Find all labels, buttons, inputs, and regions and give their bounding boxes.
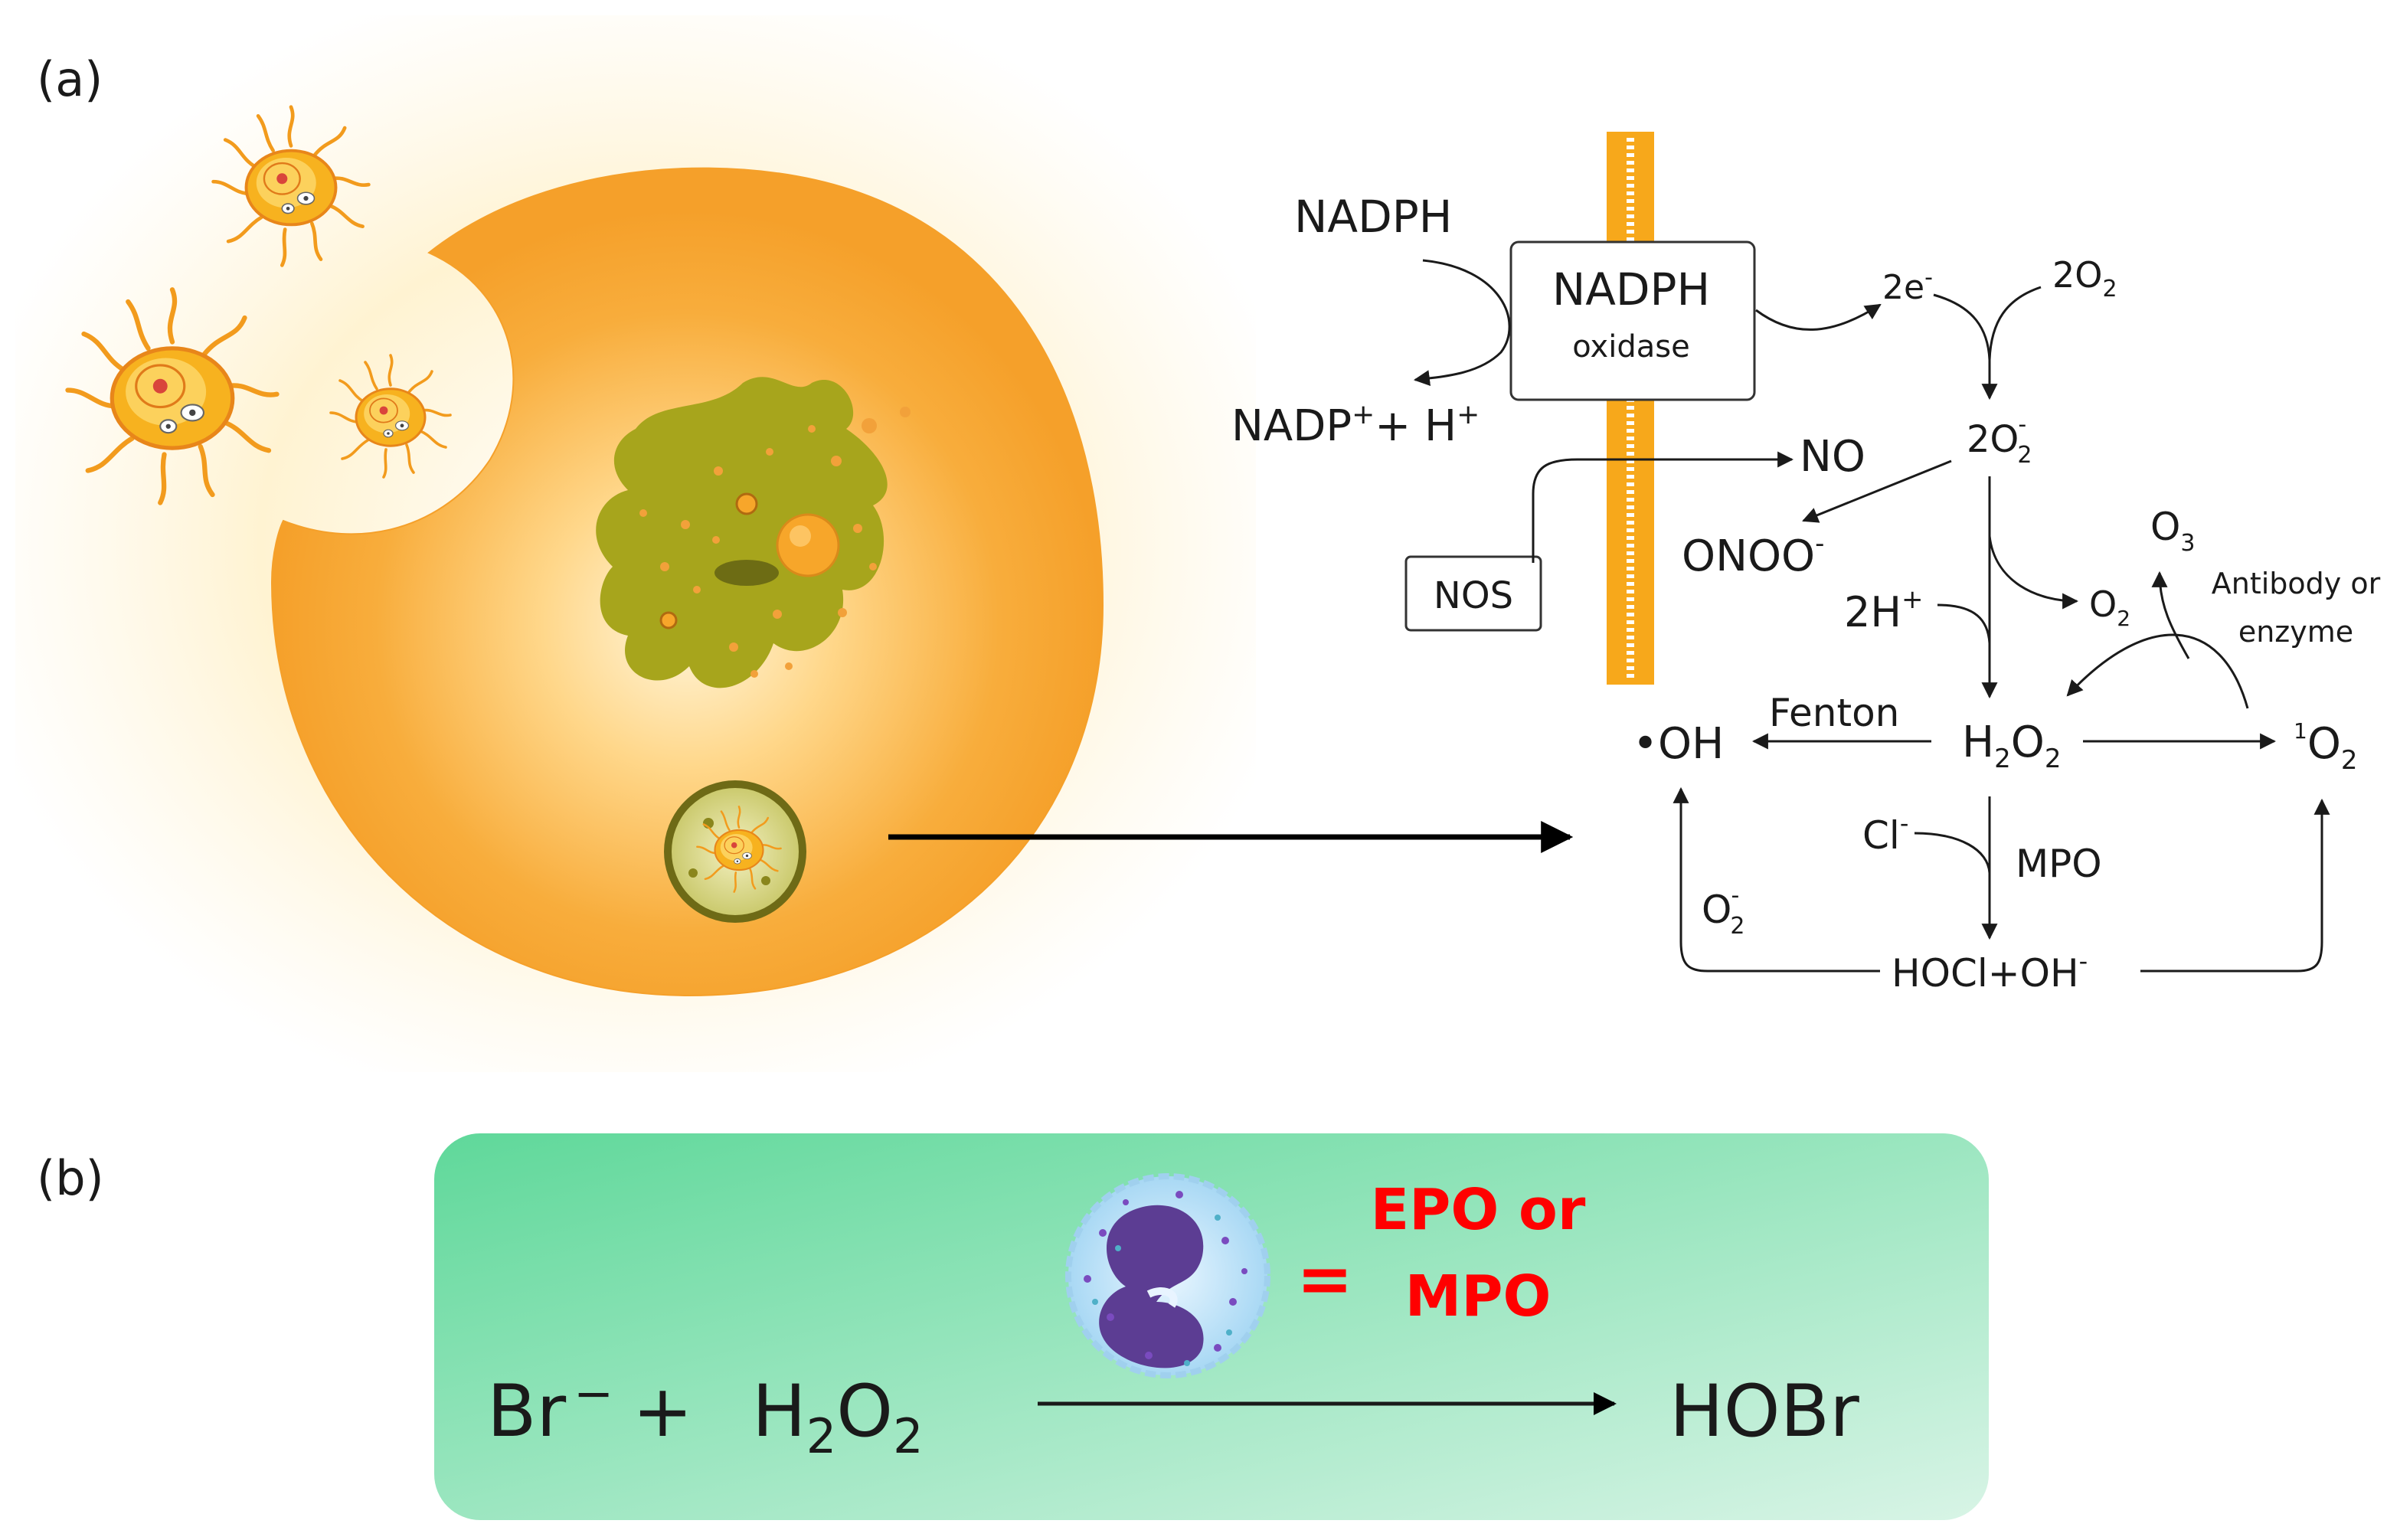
- fenton-label: Fenton: [1769, 691, 1899, 735]
- phagosome: [664, 780, 806, 923]
- bromide-label: Br−: [487, 1365, 613, 1453]
- o2-label: O2: [2089, 584, 2130, 631]
- cell-membrane: [1607, 132, 1654, 685]
- antibody-label-line2: enzyme: [2238, 615, 2353, 649]
- enzyme-line-2: MPO: [1405, 1264, 1552, 1329]
- oxidase-title: NADPH: [1552, 263, 1710, 316]
- two-h-label: 2H+: [1844, 584, 1923, 636]
- panel-label-a: (a): [37, 51, 103, 107]
- ozone-label: O3: [2150, 505, 2195, 557]
- antibody-label-line1: Antibody or: [2212, 567, 2381, 600]
- h2o2-label: H2O2: [1962, 718, 2061, 774]
- plus-sign: +: [633, 1370, 693, 1453]
- mpo-label: MPO: [2016, 842, 2102, 886]
- electrons-label: 2e-: [1882, 264, 1933, 307]
- onoo-label: ONOO-: [1682, 528, 1824, 581]
- singlet-oxygen-label: 1O2: [2294, 718, 2358, 776]
- pathway-arrows: [1413, 259, 2330, 973]
- superoxide-label: 2O2-: [1967, 411, 2032, 469]
- superoxide-bottom-label: O2-: [1702, 882, 1744, 940]
- nadph-label: NADPH: [1294, 191, 1452, 243]
- enzyme-line-1: EPO or: [1371, 1177, 1586, 1243]
- nos-box: [1404, 555, 1542, 632]
- nadp-label: NADP++ H+: [1231, 399, 1480, 451]
- no-label: NO: [1800, 432, 1865, 482]
- hobr-product: HOBr: [1669, 1370, 1859, 1453]
- oxidase-subtitle: oxidase: [1572, 329, 1689, 365]
- h2o2-reactant: H2O2: [752, 1370, 924, 1464]
- neutrophil-icon: [1065, 1173, 1270, 1378]
- chloride-label: Cl-: [1862, 809, 1908, 858]
- nucleus: [596, 377, 911, 688]
- nadph-oxidase-box: [1509, 240, 1756, 401]
- equals-sign: =: [1297, 1239, 1353, 1318]
- panel-label-b: (b): [37, 1150, 104, 1206]
- nos-label: NOS: [1434, 574, 1513, 617]
- hypochlorous-label: HOCl+OH-: [1892, 947, 2088, 996]
- hydroxyl-radical-label: •OH: [1633, 719, 1724, 769]
- oxygen-label: 2O2: [2052, 254, 2117, 302]
